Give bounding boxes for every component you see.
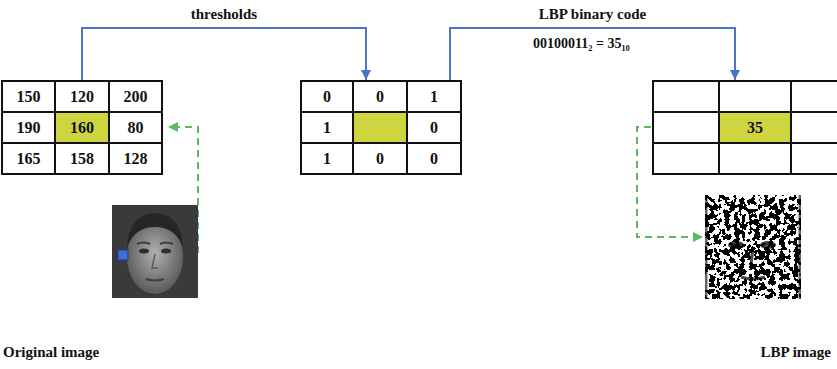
image-caption: LBP image [761, 344, 831, 361]
grid-cell [718, 80, 792, 113]
grid-cell: 190 [1, 111, 56, 144]
cell-value: 0 [376, 150, 384, 168]
grid-cell [718, 142, 792, 175]
grid-cell: 80 [108, 111, 163, 144]
grid-cell: 0 [352, 142, 408, 175]
grid-cell: 0 [300, 80, 354, 113]
face-photo [112, 205, 198, 298]
grid-cell: 128 [108, 142, 163, 175]
grid-cell [352, 111, 408, 144]
edge-label: LBP binary code [539, 6, 647, 23]
grid-cell [652, 142, 720, 175]
grid-cell: 0 [406, 142, 462, 175]
cell-value: 80 [128, 119, 144, 137]
grid-cell: 120 [54, 80, 110, 113]
grid-cell: 0 [406, 111, 462, 144]
cell-value: 128 [124, 150, 148, 168]
cell-value: 160 [70, 119, 94, 137]
cell-value: 1 [323, 150, 331, 168]
grid-table: 150 120 200 190 160 80 165 158 128 [1, 80, 163, 175]
grid-cell: 1 [406, 80, 462, 113]
cell-value: 150 [17, 88, 41, 106]
cell-value: 120 [70, 88, 94, 106]
grid-cell: 1 [300, 142, 354, 175]
cell-value: 0 [323, 88, 331, 106]
cell-value: 35 [747, 119, 763, 137]
cell-value: 158 [70, 150, 94, 168]
cell-value: 0 [376, 88, 384, 106]
grid-cell [790, 111, 837, 144]
edge-label: thresholds [191, 6, 257, 23]
grid-cell: 0 [352, 80, 408, 113]
cell-value: 190 [17, 119, 41, 137]
cell-value: 1 [430, 88, 438, 106]
grid-cell: 35 [718, 111, 792, 144]
grid-cell [790, 80, 837, 113]
grid-cell: 165 [1, 142, 56, 175]
grid-cell: 150 [1, 80, 56, 113]
cell-value: 1 [323, 119, 331, 137]
grid-cell: 200 [108, 80, 163, 113]
cell-value: 165 [17, 150, 41, 168]
grid-cell [652, 111, 720, 144]
grid-table: 0 0 1 1 0 1 0 0 [300, 80, 462, 175]
lbp-picture [705, 195, 801, 299]
binary-code-text: 00100011₂ = 35₁₀ [533, 36, 630, 52]
cell-value: 0 [430, 150, 438, 168]
connector-arrow [450, 28, 735, 80]
grid-cell [652, 80, 720, 113]
grid-cell: 1 [300, 111, 354, 144]
grid-cell: 158 [54, 142, 110, 175]
connector-arrow [82, 28, 366, 80]
cell-value: 200 [124, 88, 148, 106]
cell-value: 0 [430, 119, 438, 137]
image-caption: Original image [3, 344, 99, 361]
grid-cell [790, 142, 837, 175]
grid-table: 35 [652, 80, 837, 175]
grid-cell: 160 [54, 111, 110, 144]
